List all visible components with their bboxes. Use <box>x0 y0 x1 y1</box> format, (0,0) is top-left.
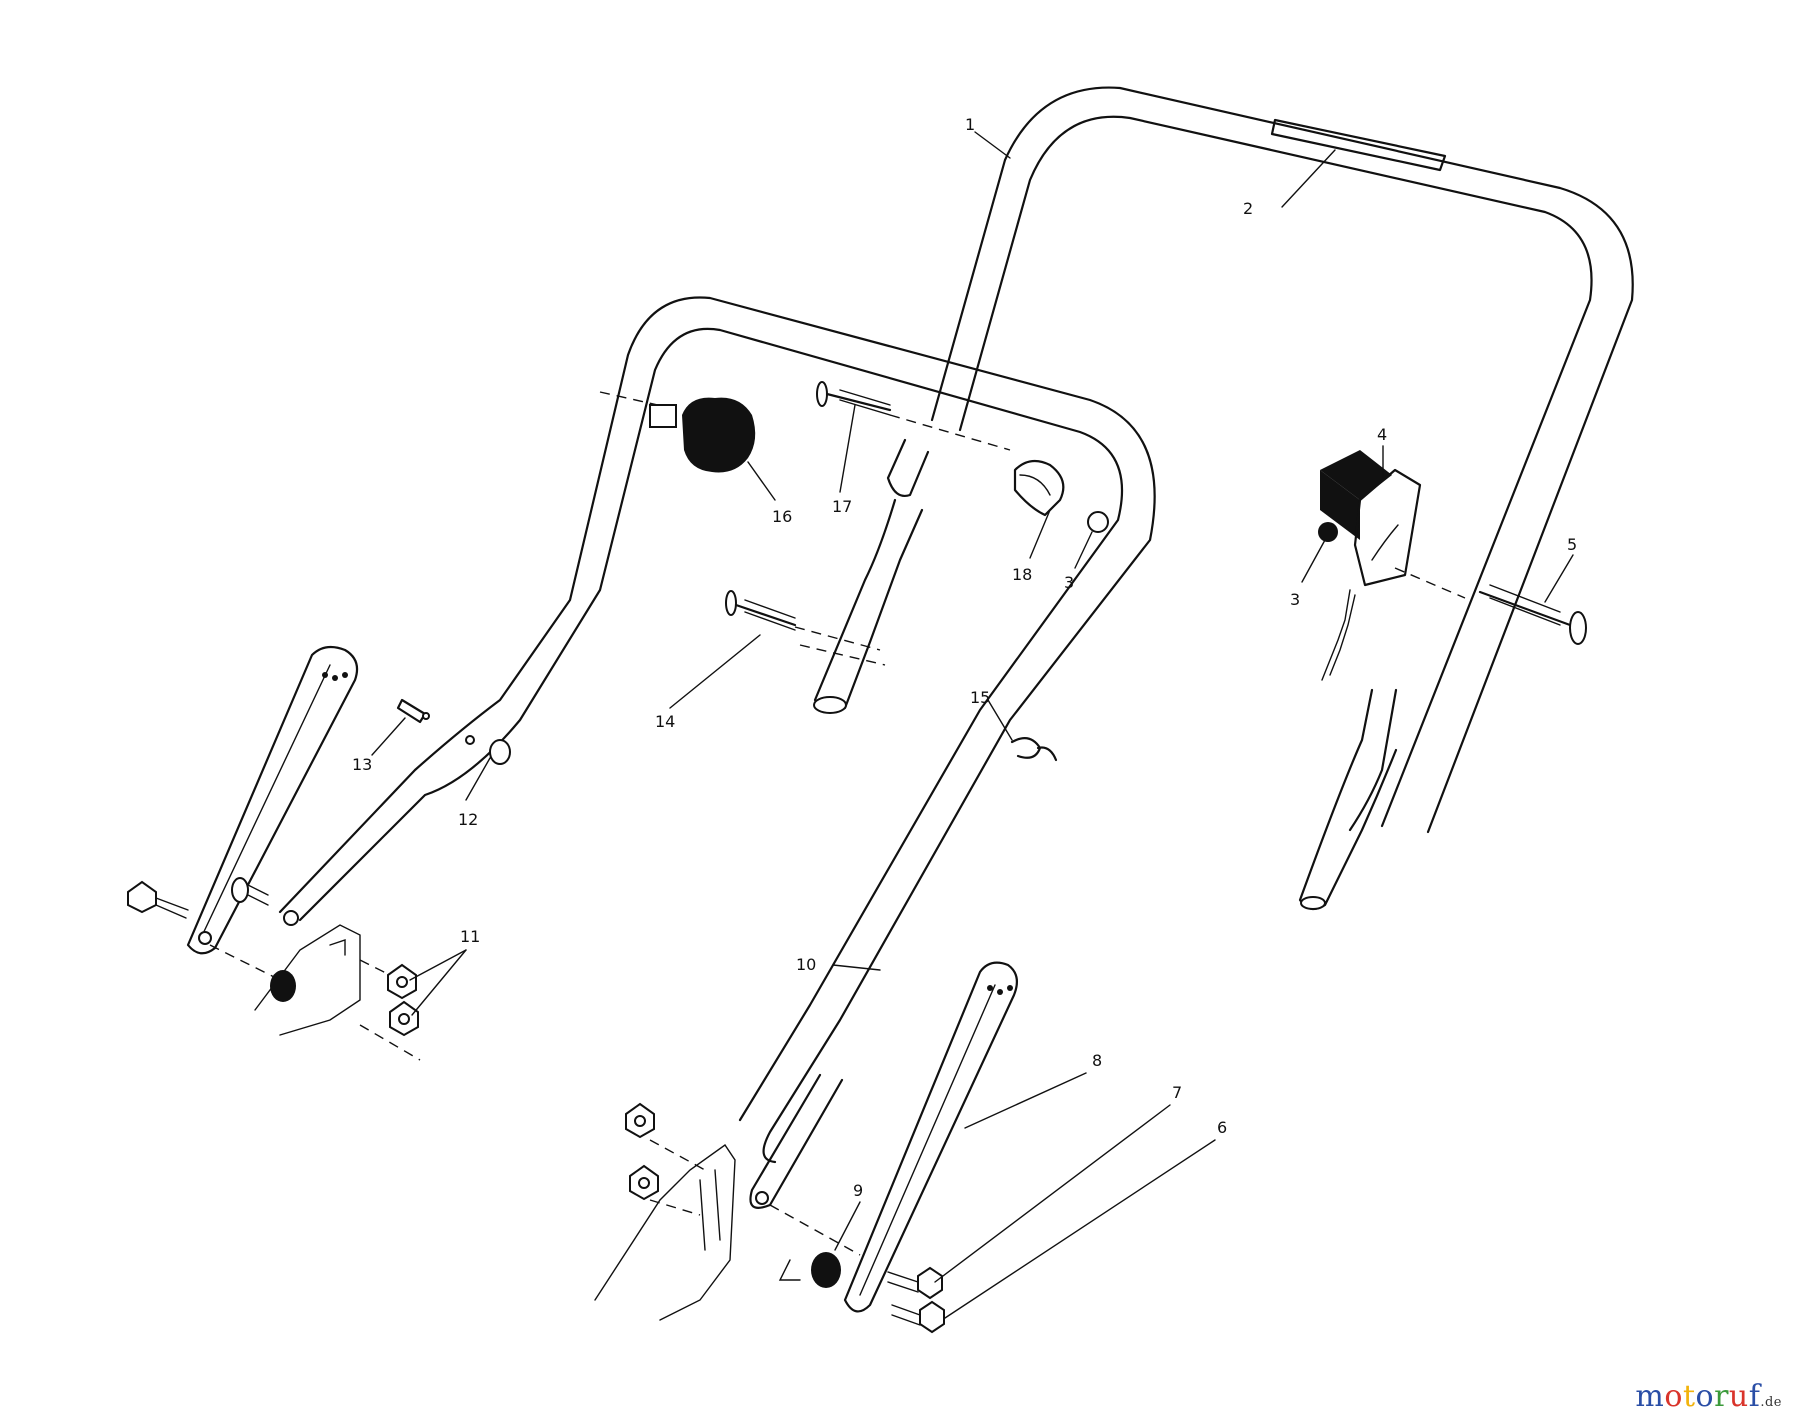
callout-8: 8 <box>1092 1051 1102 1070</box>
callout-1: 1 <box>965 115 975 134</box>
left-brace <box>186 645 359 955</box>
callout-3-right: 3 <box>1290 590 1300 609</box>
upper-handle <box>930 86 1634 834</box>
bolt-left-2 <box>231 877 269 906</box>
nut-bottom-2 <box>629 1164 659 1201</box>
spacer-left <box>270 970 296 1002</box>
deck-bracket-left <box>209 924 421 1061</box>
watermark-letter: r <box>1714 1379 1729 1414</box>
nut-11-upper <box>387 963 417 1000</box>
callout-3-left: 3 <box>1064 573 1074 592</box>
nut-3-left <box>1087 511 1109 533</box>
watermark-letter: t <box>1682 1379 1696 1414</box>
callout-11: 11 <box>460 927 480 946</box>
bolt-17 <box>816 381 1011 451</box>
handle-joint-tube-right <box>1298 688 1398 911</box>
watermark-letter: u <box>1728 1379 1749 1414</box>
deck-bracket-right <box>594 1139 861 1321</box>
knob <box>599 391 756 473</box>
watermark-letter: o <box>1695 1379 1715 1414</box>
callout-13: 13 <box>352 755 372 774</box>
nut-3-right <box>1318 522 1338 542</box>
watermark-letter: m <box>1635 1379 1665 1414</box>
nut-12 <box>465 735 511 765</box>
callout-15: 15 <box>970 688 990 707</box>
callout-9: 9 <box>853 1181 863 1200</box>
callout-5: 5 <box>1567 535 1577 554</box>
brace <box>843 961 1019 1313</box>
lower-handle <box>278 296 1156 1164</box>
callout-2: 2 <box>1243 199 1253 218</box>
pin <box>396 698 430 724</box>
handle-grip <box>1270 118 1447 172</box>
callout-17: 17 <box>832 497 852 516</box>
callout-12: 12 <box>458 810 478 829</box>
leader-lines <box>371 131 1574 1319</box>
bolt-left-1 <box>127 880 189 919</box>
watermark-letter: o <box>1664 1379 1683 1414</box>
control-box <box>1320 450 1466 681</box>
callout-6: 6 <box>1217 1118 1227 1137</box>
callout-4: 4 <box>1377 425 1387 444</box>
cable-guide <box>1013 459 1065 517</box>
cable-clip <box>1010 737 1058 762</box>
nut-11-lower <box>389 1000 419 1037</box>
callout-16: 16 <box>772 507 792 526</box>
bolt-14 <box>725 590 881 651</box>
watermark-letter: f <box>1748 1379 1761 1414</box>
callout-10: 10 <box>796 955 816 974</box>
bolt-7 <box>887 1266 943 1300</box>
lower-handle-end <box>749 1073 844 1209</box>
callout-labels: 1 2 3 3 4 5 6 7 8 9 10 11 12 13 14 15 16… <box>352 115 1577 1200</box>
watermark-logo: motoruf.de <box>1635 1379 1782 1414</box>
watermark-suffix: .de <box>1760 1395 1782 1410</box>
bolt-5 <box>1478 584 1587 645</box>
callout-18: 18 <box>1012 565 1032 584</box>
nut-bottom-1 <box>625 1102 655 1139</box>
spacer <box>811 1252 841 1288</box>
bolt-6 <box>891 1300 945 1334</box>
callout-7: 7 <box>1172 1083 1182 1102</box>
callout-14: 14 <box>655 712 675 731</box>
handle-joint-tube <box>799 438 930 714</box>
